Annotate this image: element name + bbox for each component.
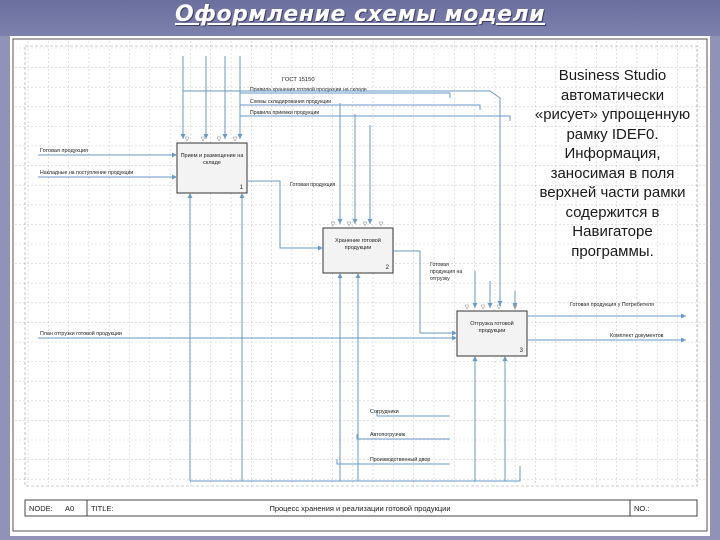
input-arrowhead: [172, 152, 177, 158]
control-label: Схемы складирования продукции: [250, 99, 331, 105]
mechanism-arrowhead: [355, 273, 361, 278]
output-arrowhead: [681, 337, 686, 343]
output-arrowhead: [681, 313, 686, 319]
input-label: Накладные на поступление продукции: [40, 170, 133, 176]
control-label: Правила приемки продукции: [250, 110, 319, 116]
box-connector-tick: [464, 304, 470, 310]
box-connector-tick: [232, 136, 238, 142]
box-connector-tick: [480, 304, 486, 310]
control-arrowhead: [203, 134, 209, 139]
frame-title-value: Процесс хранения и реализации готовой пр…: [269, 504, 450, 513]
output-label: Комплект документов: [610, 333, 664, 339]
mechanism-arrowhead: [187, 193, 193, 198]
input-label: План отгрузки готовой продукции: [40, 330, 122, 337]
control-label-top: ГОСТ 15150: [282, 77, 315, 83]
internal-label: Готовая: [430, 262, 449, 268]
internal-arrowhead: [318, 245, 323, 251]
slide-title: Оформление схемы модели: [174, 2, 546, 27]
internal-label: Готовая продукция: [290, 182, 335, 188]
internal-arrowhead: [452, 330, 457, 336]
control-to-box3: [182, 56, 501, 306]
activity-box: [176, 142, 248, 194]
activity-box: [456, 310, 528, 357]
frame-node-value: A0: [65, 504, 74, 513]
control-arrowhead: [237, 134, 243, 139]
control-arrowhead: [180, 134, 186, 139]
activity-box-label: складе: [203, 160, 221, 166]
mechanism-label: Сотрудники: [370, 409, 399, 415]
mechanism-arrowhead: [472, 356, 478, 361]
mechanism-arrowhead: [502, 356, 508, 361]
activity-box: [322, 227, 394, 274]
control-arrowhead: [352, 219, 358, 224]
mechanism-bus: [190, 466, 521, 482]
control-arrowhead: [487, 303, 493, 308]
control-arrowhead: [367, 219, 373, 224]
mechanism-label: Производственный двор: [370, 456, 430, 463]
mechanism-arrowhead: [239, 193, 245, 198]
explanation-note: Business Studio автоматически «рисует» у…: [534, 67, 691, 260]
control-arrowhead: [222, 134, 228, 139]
control-branch: [240, 92, 451, 98]
input-label: Готовая продукция: [40, 148, 88, 154]
frame-no-label: NO.:: [634, 504, 649, 513]
box-connector-tick: [216, 136, 222, 142]
box-connector-tick: [184, 136, 190, 142]
frame-title-label: TITLE:: [91, 504, 114, 513]
activity-box-label: Отгрузка готовой: [470, 320, 514, 327]
control-arrowhead: [337, 219, 343, 224]
mechanism-label: Автопогрузчик: [370, 432, 406, 438]
activity-box-number: 1: [240, 185, 244, 191]
mechanism-branch: [376, 411, 450, 417]
title-bar: Оформление схемы модели: [0, 0, 720, 36]
activity-box-label: Хранение готовой: [335, 237, 381, 244]
control-arrowhead: [497, 301, 503, 306]
internal-arrow: [247, 180, 323, 249]
control-arrowhead: [512, 303, 518, 308]
activity-box-number: 3: [520, 348, 524, 354]
grid-lines: [15, 41, 705, 486]
activity-box-number: 2: [386, 265, 390, 271]
mechanism-branch: [336, 459, 450, 465]
control-label: Правила хранения готовой продукции на ск…: [250, 86, 367, 93]
control-arrowhead: [472, 303, 478, 308]
input-arrowhead: [452, 335, 457, 341]
mechanism-branch: [356, 434, 450, 440]
activity-box-label: продукции: [345, 245, 372, 251]
frame-bottom: [24, 499, 698, 517]
box-connector-tick: [330, 221, 336, 227]
internal-label: отгрузку: [430, 276, 450, 282]
box-connector-tick: [346, 221, 352, 227]
box-connector-tick: [200, 136, 206, 142]
internal-arrow: [393, 250, 457, 334]
page-border: [12, 38, 708, 532]
input-arrowhead: [172, 174, 177, 180]
activity-box-label: Прием и размещение на: [181, 153, 245, 159]
control-branch: [240, 115, 511, 121]
mechanism-arrowhead: [337, 273, 343, 278]
activity-box-label: продукции: [479, 328, 506, 334]
frame-node-label: NODE:: [29, 504, 53, 513]
internal-label: продукция на: [430, 269, 462, 275]
box-connector-tick: [378, 221, 384, 227]
control-branch: [240, 104, 481, 110]
output-label: Готовая продукция у Потребителя: [570, 302, 654, 308]
diagram-border: [24, 45, 698, 487]
box-connector-tick: [362, 221, 368, 227]
